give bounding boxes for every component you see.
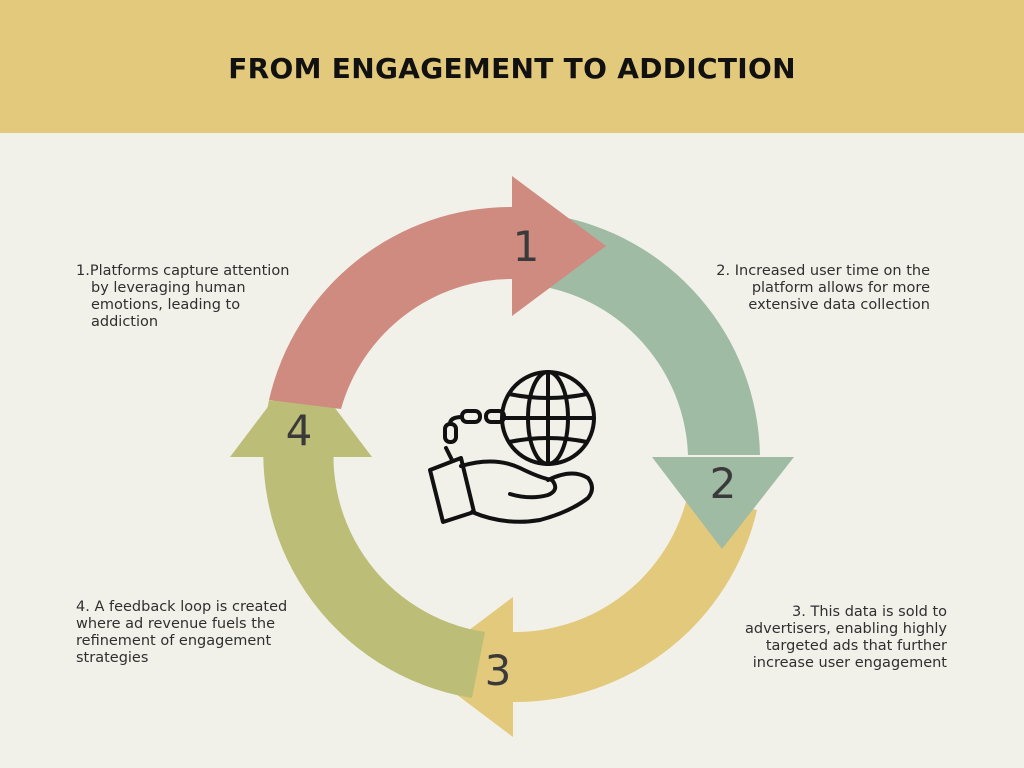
step-2-description: 2. Increased user time on the platform a… <box>716 263 930 313</box>
page-title: FROM ENGAGEMENT TO ADDICTION <box>228 52 796 85</box>
hand-holding-chained-globe-icon <box>428 370 596 524</box>
step-number-1: 1 <box>513 222 540 271</box>
step-number-2: 2 <box>710 459 737 508</box>
cycle-segment-2 <box>540 215 794 549</box>
step-1-description: 1.Platforms capture attention by leverag… <box>76 263 290 330</box>
chain-icon <box>443 409 506 444</box>
globe-icon <box>500 370 596 466</box>
step-3-description: 3. This data is sold to advertisers, ena… <box>745 604 947 671</box>
step-4-description: 4. A feedback loop is created where ad r… <box>76 599 288 666</box>
step-number-4: 4 <box>286 406 313 455</box>
cycle-segment-4 <box>230 363 485 698</box>
cuff-icon <box>428 446 476 524</box>
hand-icon <box>459 459 594 524</box>
step-number-3: 3 <box>485 646 512 695</box>
header-banner <box>0 0 1024 133</box>
cycle-segment-1 <box>269 176 606 409</box>
